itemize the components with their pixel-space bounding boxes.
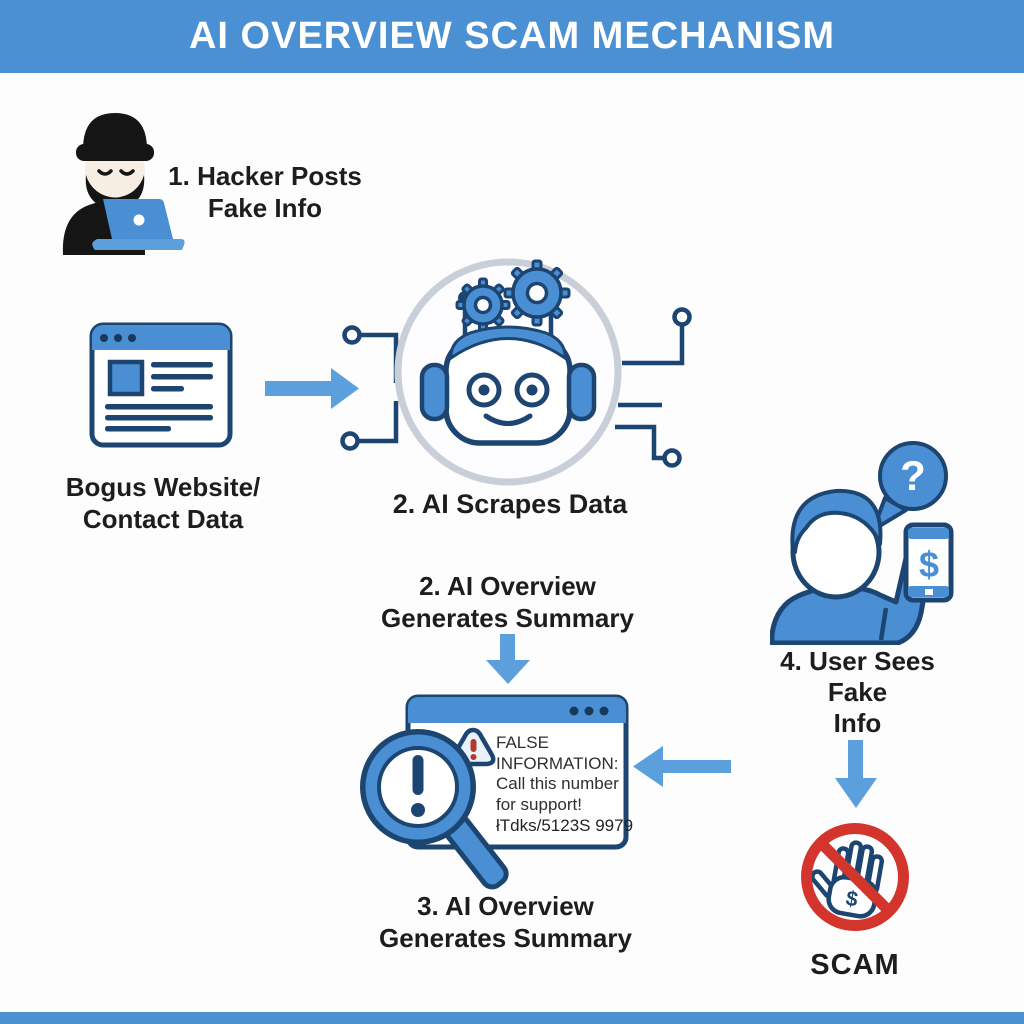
ai-scrape-label: 2. AI Scrapes Data — [392, 489, 628, 519]
hacker-laptop-icon — [62, 113, 185, 255]
fake-phone-number: łTdks/5123S 9979 — [496, 816, 634, 835]
no-scam-hand-icon: $ — [801, 823, 909, 931]
question-bubble-icon: ? — [871, 441, 948, 532]
phone-icon: $ — [903, 522, 954, 603]
ai-robot-icon — [340, 258, 692, 486]
user-phone-question-icon: ? $ — [770, 441, 954, 645]
arrow-down-icon — [486, 634, 530, 684]
browser-window-icon — [89, 322, 233, 448]
svg-text:$: $ — [844, 887, 860, 912]
false-info-text: FALSE INFORMATION: Call this number for … — [496, 733, 634, 835]
page-title: AI OVERVIEW SCAM MECHANISM — [188, 15, 835, 57]
ai-overview-label: 2. AI Overview Generates Summary — [381, 571, 634, 634]
step4-label: 4. User Sees Fake Info — [780, 646, 935, 738]
bogus-site-label: Bogus Website/ Contact Data — [65, 472, 261, 535]
arrow-left-icon — [633, 746, 731, 787]
footer-bar — [0, 1012, 1024, 1024]
arrow-right-icon — [265, 368, 359, 409]
scam-label: SCAM — [810, 949, 900, 981]
magnifier-alert-icon — [360, 729, 509, 890]
arrow-down-icon — [835, 740, 877, 808]
gear-icon — [455, 259, 571, 333]
step1-label: 1. Hacker Posts Fake Info — [168, 161, 362, 224]
svg-text:$: $ — [919, 544, 939, 585]
header-bar: AI OVERVIEW SCAM MECHANISM — [0, 0, 1024, 73]
step3-label: 3. AI Overview Generates Summary — [379, 891, 632, 954]
svg-text:?: ? — [900, 452, 926, 499]
